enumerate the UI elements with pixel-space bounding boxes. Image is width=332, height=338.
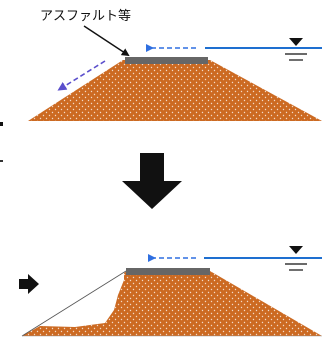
water-level-icon-top: [285, 38, 307, 61]
down-arrow-icon: [122, 153, 182, 209]
right-arrow-icon: [19, 274, 39, 294]
embankment-top-texture: [28, 60, 322, 121]
top-section: アスファルト等: [0, 8, 322, 162]
water-level-icon-bottom: [285, 246, 307, 271]
original-slope-outline: [21, 270, 127, 337]
bottom-section: [19, 246, 322, 337]
asphalt-layer-bottom: [126, 268, 210, 275]
asphalt-pointer-arrow: [83, 25, 130, 57]
asphalt-layer-top: [125, 57, 208, 64]
left-edge-mark-1: [0, 122, 3, 126]
asphalt-label: アスファルト等: [40, 8, 131, 24]
left-edge-mark-2: [0, 160, 3, 162]
erosion-arrow: [57, 60, 106, 91]
embankment-bottom-texture: [22, 271, 322, 336]
